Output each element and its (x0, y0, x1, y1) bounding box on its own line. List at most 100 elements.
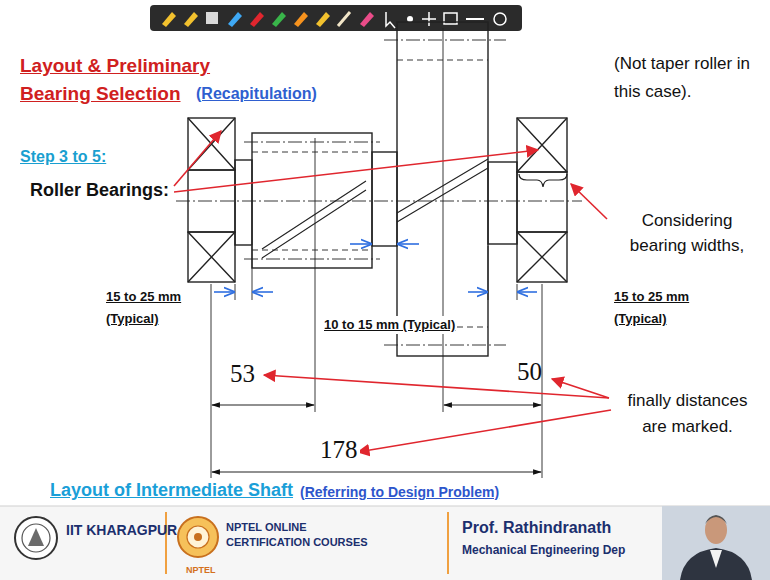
presenter-head (705, 516, 727, 544)
figure-caption: Layout of Intermediate Shaft (50, 478, 293, 502)
extension-line (517, 284, 518, 300)
nptel-logo (178, 517, 218, 557)
footer-rule (0, 506, 770, 507)
step-heading: Step 3 to 5: (20, 146, 106, 168)
logo-ring (15, 517, 57, 559)
dimension-value: 178 (318, 436, 360, 464)
logo-emblem (28, 528, 44, 546)
logo-ring (178, 517, 218, 557)
pitch-line (244, 259, 380, 260)
pitch-line (384, 345, 506, 346)
pencil-icon (338, 12, 350, 26)
shaft-segment (188, 170, 235, 232)
shaft-shoulder (488, 162, 517, 244)
presenter-name: Prof. Rathindranath (462, 518, 611, 538)
presenter-body (680, 548, 752, 580)
footer-separator (447, 512, 449, 574)
leader-line (358, 410, 611, 452)
logo-ring (187, 526, 209, 548)
gap-arrow (398, 243, 419, 245)
side-note: Considering bearing widths, (612, 208, 762, 258)
root-line (397, 60, 488, 61)
extension-line (443, 28, 444, 412)
width-brace (519, 174, 567, 187)
eraser-icon (360, 12, 374, 27)
toolbar (150, 5, 522, 31)
bearing-cross (517, 232, 567, 282)
line-icon (466, 18, 484, 20)
dimension-line (212, 471, 541, 472)
gap-arrow (253, 291, 273, 293)
department-name: Mechanical Engineering Dep (462, 542, 625, 558)
callout-label: Roller Bearings: (30, 178, 169, 202)
toolbar-icons (162, 12, 506, 28)
pinion-outline (252, 133, 372, 268)
shaft-drawing (176, 22, 582, 356)
dimension-line (444, 404, 541, 405)
video-frame (662, 506, 770, 580)
gap-dimension: 10 to 15 mm (Typical) (322, 316, 457, 334)
side-note: finally distances are marked. (615, 388, 760, 440)
course-name: NPTEL ONLINE CERTIFICATION COURSES (226, 520, 374, 550)
pitch-line (384, 40, 506, 41)
logo-caption: NPTEL (186, 564, 216, 576)
dot-icon (407, 16, 413, 22)
bearing-symbol (517, 118, 567, 172)
presenter-video (662, 506, 770, 580)
leader-line (174, 131, 221, 186)
logo-centre (194, 533, 202, 541)
leader-line (552, 379, 609, 398)
footer-separator (165, 512, 167, 574)
centre-line (176, 201, 582, 202)
helix-lines (397, 159, 488, 222)
presenter-shirt (710, 550, 722, 568)
side-note: (Not taper roller in this case). (614, 50, 754, 106)
footer-bar (0, 506, 770, 580)
callout-arrows (174, 131, 611, 452)
bearing-cross (188, 232, 235, 282)
logo-ring (22, 524, 50, 552)
gap-arrow (468, 291, 487, 293)
extension-line (488, 246, 489, 300)
presenter-hair (705, 515, 727, 524)
helix-lines (262, 181, 366, 258)
leader-line (174, 150, 538, 192)
highlighter-icon (316, 12, 330, 27)
dimension-value: 50 (517, 358, 542, 386)
page-icon (206, 12, 218, 24)
pen-icon (184, 12, 198, 27)
extension-line (211, 284, 212, 478)
gap-arrows (214, 244, 537, 292)
bearing-cross (517, 118, 567, 172)
bearing-symbol (188, 232, 235, 282)
root-line (252, 152, 372, 153)
dimension-value: 53 (230, 360, 255, 388)
root-line (252, 250, 372, 251)
extension-line (252, 246, 253, 300)
circle-icon (494, 13, 506, 25)
shaft-segment (517, 172, 567, 232)
pen-icon (250, 12, 264, 27)
pen-icon (162, 12, 176, 27)
subtitle-note: (Recapitulation) (196, 80, 317, 108)
shaft-shoulder (235, 160, 252, 245)
gap-arrow (518, 291, 537, 293)
gap-arrow (350, 243, 371, 245)
bearing-symbol (517, 232, 567, 282)
gap-dimension: 15 to 25 mm (Typical) (106, 286, 188, 330)
leader-line (571, 184, 607, 219)
move-icon (422, 12, 436, 26)
caption-note: (Referring to Design Problem) (300, 482, 499, 502)
leader-line (264, 375, 609, 398)
institute-name: IIT KHARAGPUR (66, 521, 177, 539)
gap-dimension: 15 to 25 mm (Typical) (614, 286, 696, 330)
pen-icon (294, 12, 308, 27)
pen-icon (228, 12, 242, 27)
gear-outline (397, 22, 488, 356)
extension-line (315, 138, 316, 412)
extension-line (235, 284, 236, 300)
pointer-icon (386, 12, 395, 28)
pitch-line (244, 142, 380, 143)
iit-logo (15, 517, 57, 559)
